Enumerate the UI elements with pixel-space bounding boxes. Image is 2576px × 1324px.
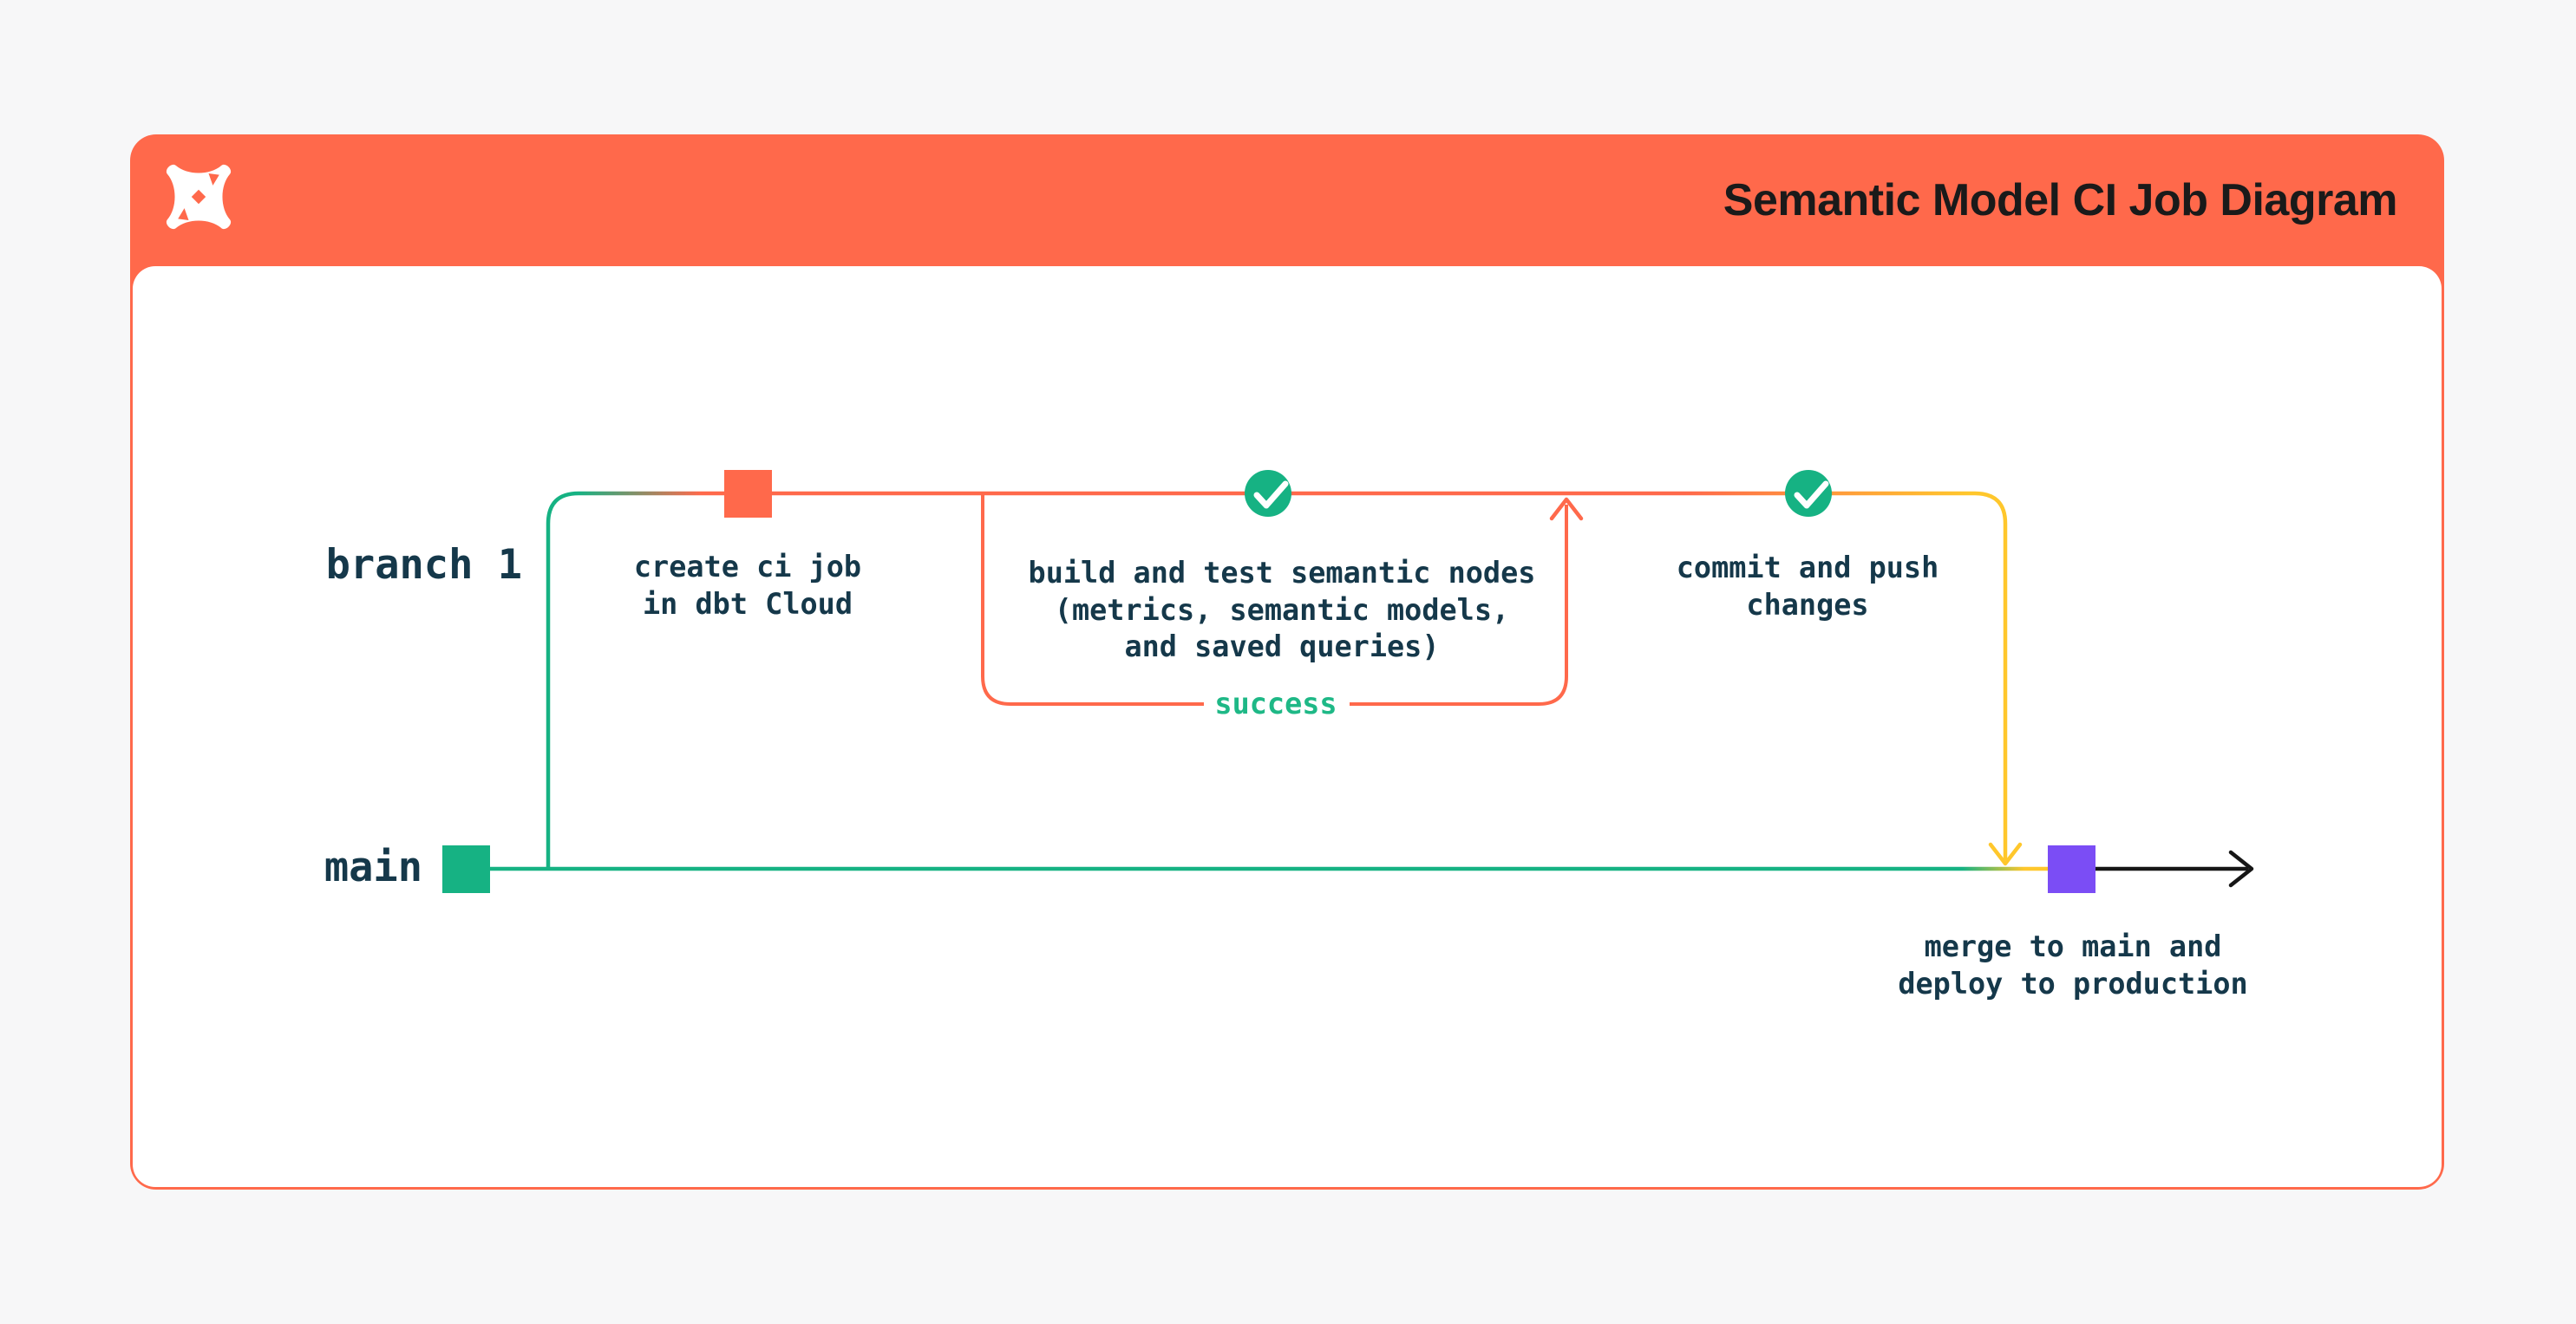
dbt-logo-notch-top xyxy=(208,173,219,186)
success-loop-label: success xyxy=(1214,687,1337,721)
dbt-logo-icon xyxy=(166,164,232,230)
checkmark-icon xyxy=(1794,480,1829,509)
create-ci-job-commit-square xyxy=(724,470,772,518)
step-merge-deploy-label: merge to main and deploy to production xyxy=(1898,929,2248,1001)
dbt-logo-notch-bottom xyxy=(178,208,189,221)
merge-arrowhead-icon xyxy=(1988,842,2023,866)
commit-push-check-circle xyxy=(1785,470,1832,517)
checkmark-icon xyxy=(1253,480,1289,509)
merge-commit-square xyxy=(2048,845,2095,893)
page-title: Semantic Model CI Job Diagram xyxy=(1723,175,2398,225)
flow-arrowhead-icon xyxy=(2228,850,2254,888)
build-test-check-circle xyxy=(1245,470,1291,517)
card-body xyxy=(133,266,2442,1187)
step-commit-push-label: commit and push changes xyxy=(1676,551,1939,622)
main-lane-label: main xyxy=(324,844,422,891)
step-build-test-label: build and test semantic nodes (metrics, … xyxy=(1028,556,1536,663)
diagram-card: Semantic Model CI Job Diagram xyxy=(130,134,2444,1190)
step-create-ci-job-label: create ci job in dbt Cloud xyxy=(633,550,862,621)
branch-lane-label: branch 1 xyxy=(325,541,522,589)
main-commit-square xyxy=(442,845,490,893)
card-header: Semantic Model CI Job Diagram xyxy=(130,134,2444,266)
success-loop-line xyxy=(981,493,1568,706)
loop-arrowhead-icon xyxy=(1549,497,1584,521)
